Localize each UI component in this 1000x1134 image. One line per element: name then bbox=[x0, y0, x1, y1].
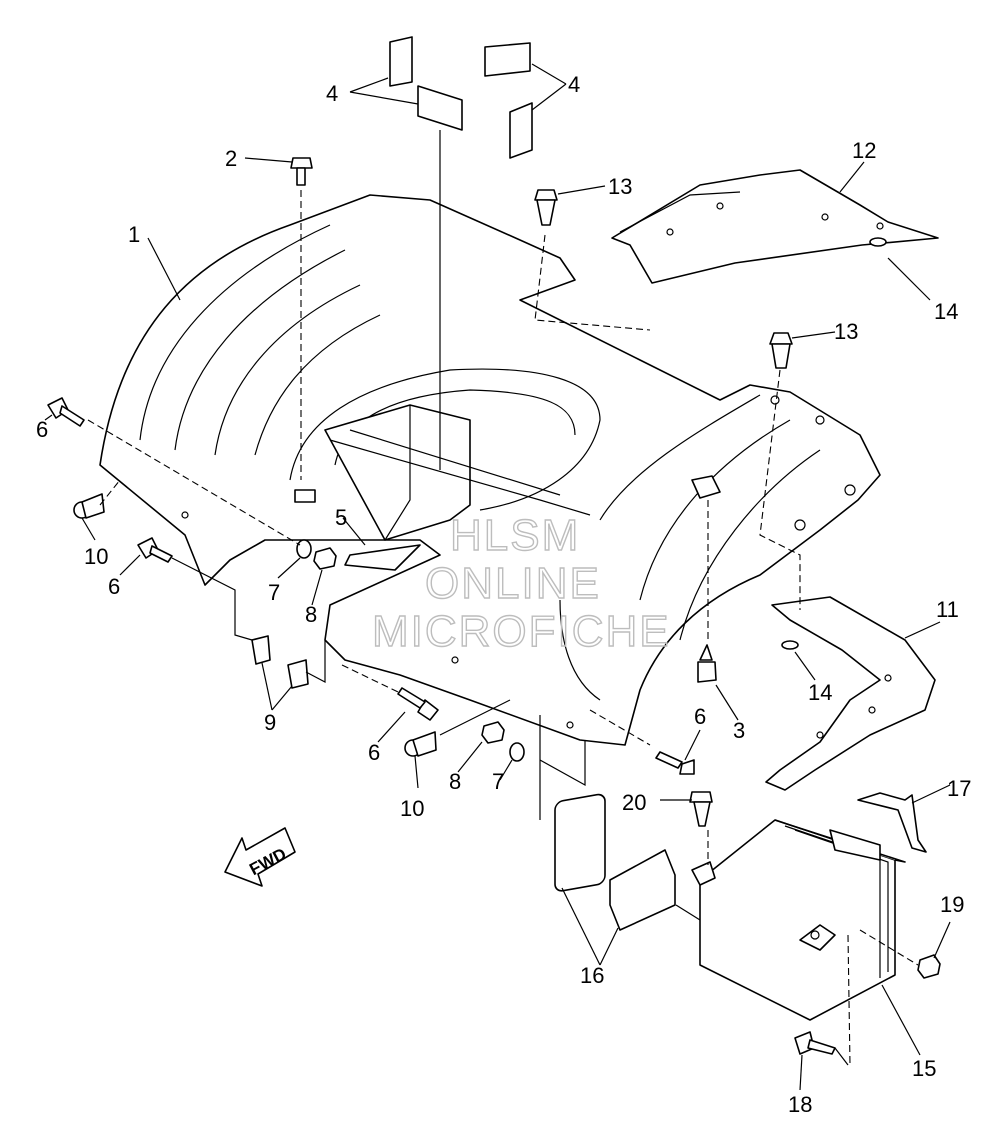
callout-6-d: 6 bbox=[694, 704, 706, 729]
callout-10-b: 10 bbox=[400, 796, 424, 821]
callout-5: 5 bbox=[335, 505, 347, 530]
callout-18: 18 bbox=[788, 1092, 812, 1117]
callout-13-a: 13 bbox=[608, 174, 632, 199]
callout-labels: 1 2 3 4 4 5 6 6 6 6 7 7 8 8 9 10 10 11 1… bbox=[36, 72, 971, 1117]
callout-6-c: 6 bbox=[368, 740, 380, 765]
watermark: HLSM ONLINE MICROFICHE bbox=[371, 510, 671, 656]
part-1-rear-fender bbox=[99, 194, 881, 746]
callout-4-right: 4 bbox=[568, 72, 580, 97]
watermark-line-1: HLSM bbox=[450, 511, 580, 560]
callout-10-a: 10 bbox=[84, 544, 108, 569]
callout-11: 11 bbox=[936, 597, 959, 622]
part-11-flap bbox=[765, 596, 936, 791]
callout-17: 17 bbox=[947, 776, 971, 801]
callout-19: 19 bbox=[940, 892, 964, 917]
callout-14-a: 14 bbox=[934, 299, 958, 324]
watermark-line-2: ONLINE bbox=[425, 559, 601, 608]
part-15-box bbox=[691, 819, 906, 1021]
callout-1: 1 bbox=[128, 222, 140, 247]
callout-15: 15 bbox=[912, 1056, 936, 1081]
callout-7-b: 7 bbox=[492, 769, 504, 794]
part-16-pads bbox=[554, 793, 676, 931]
callout-8-b: 8 bbox=[449, 769, 461, 794]
callout-8-a: 8 bbox=[305, 602, 317, 627]
callout-4-left: 4 bbox=[326, 81, 338, 106]
callout-13-b: 13 bbox=[834, 319, 858, 344]
callout-20: 20 bbox=[622, 790, 646, 815]
watermark-line-3: MICROFICHE bbox=[372, 607, 671, 656]
callout-6-b: 6 bbox=[108, 574, 120, 599]
assembly-lines bbox=[171, 130, 849, 1066]
fwd-arrow: FWD bbox=[224, 827, 296, 887]
leader-lines bbox=[44, 63, 951, 1091]
callout-9: 9 bbox=[264, 710, 276, 735]
callout-2: 2 bbox=[225, 146, 237, 171]
fasteners bbox=[47, 157, 941, 1055]
callout-12: 12 bbox=[852, 138, 876, 163]
callout-7-a: 7 bbox=[268, 580, 280, 605]
part-17-bracket bbox=[857, 792, 927, 853]
callout-14-b: 14 bbox=[808, 680, 832, 705]
part-4-pads bbox=[389, 36, 533, 159]
callout-16: 16 bbox=[580, 963, 604, 988]
callout-3: 3 bbox=[733, 718, 745, 743]
alignment-lines bbox=[87, 190, 919, 1066]
part-5-box bbox=[294, 404, 591, 571]
callout-6-a: 6 bbox=[36, 417, 48, 442]
part-12-flap bbox=[611, 169, 939, 284]
